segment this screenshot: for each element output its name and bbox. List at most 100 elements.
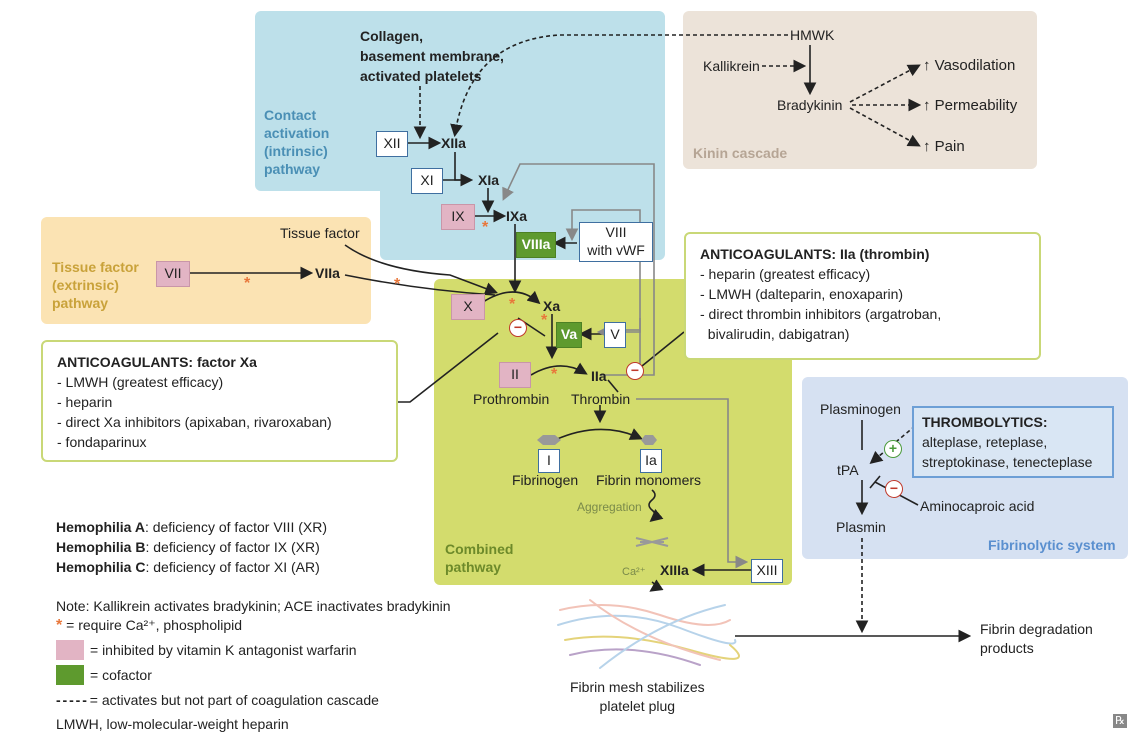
contact-pathway-region — [255, 11, 665, 191]
anticoagulants-xa-item: - heparin — [57, 394, 113, 410]
tissue-factor-text: Tissue factor — [280, 225, 360, 241]
legend-dashed-row: - - - - - = activates but not part of co… — [56, 692, 379, 708]
anticoagulants-iia-title: ANTICOAGULANTS: IIa (thrombin) — [700, 246, 930, 262]
pain-effect: ↑ Pain — [923, 138, 965, 155]
fibrinogen-label: Fibrinogen — [512, 472, 579, 488]
bradykinin-label: Bradykinin — [777, 97, 843, 113]
corner-mark: ℞ — [1113, 714, 1127, 728]
hmwk-label: HMWK — [790, 27, 835, 43]
thrombolytics-line-1: alteplase, reteplase, — [922, 434, 1048, 450]
fibrin-monomers-label: Fibrin monomers — [596, 472, 702, 488]
contact-trigger-line-1: Collagen, — [360, 28, 424, 44]
hemophilia-c-name: Hemophilia C — [56, 559, 146, 575]
pain-text: Pain — [934, 138, 965, 155]
tissue-pathway-region — [41, 217, 371, 324]
tpa-inhibition-sign: − — [885, 480, 903, 498]
contact-pathway-label: Contact activation (intrinsic) pathway — [264, 107, 330, 177]
anticoagulants-iia-item: - LMWH (dalteparin, enoxaparin) — [700, 286, 904, 302]
factor-xiiia: XIIIa — [660, 562, 689, 578]
calcium-label: Ca²⁺ — [622, 566, 646, 578]
hemophilia-c-desc: : deficiency of factor XI (AR) — [145, 559, 320, 575]
fibrin-mesh-drawing — [557, 599, 740, 669]
factor-ia: Ia — [640, 449, 662, 473]
factor-iia: IIa — [591, 368, 607, 384]
kinin-label: Kinin cascade — [693, 145, 788, 161]
legend-star-text: = require Ca²⁺, phospholipid — [66, 617, 243, 633]
factor-i: I — [538, 449, 560, 473]
anticoagulants-xa-item: - fondaparinux — [57, 434, 147, 450]
contact-trigger-line-3: activated platelets — [360, 68, 482, 84]
factor-x: X — [451, 294, 485, 320]
permeability-effect: ↑ Permeability — [923, 97, 1018, 114]
legend-pink-swatch — [56, 640, 84, 660]
calcium-star-tissue: * — [394, 276, 401, 293]
factor-vii: VII — [156, 261, 190, 287]
xa-inhibition-sign: − — [509, 319, 527, 337]
contact-trigger-line-2: basement membrane, — [360, 48, 504, 64]
hemophilia-b-name: Hemophilia B — [56, 539, 146, 555]
hemophilia-b: Hemophilia B: deficiency of factor IX (X… — [56, 539, 320, 556]
factor-va: Va — [556, 322, 582, 348]
factor-xiia: XIIa — [441, 135, 466, 151]
legend-star-row: * = require Ca²⁺, phospholipid — [56, 617, 243, 634]
calcium-star-xa: * — [509, 296, 516, 313]
anticoagulants-iia-item: - heparin (greatest efficacy) — [700, 266, 871, 282]
kallikrein-label: Kallikrein — [703, 58, 760, 74]
calcium-star-ixa: * — [482, 219, 489, 236]
tpa-activation-sign: + — [884, 440, 902, 458]
kinin-region — [683, 11, 1037, 169]
factor-viii-vwf: VIII with vWF — [579, 222, 653, 262]
anticoagulants-xa-panel: ANTICOAGULANTS: factor Xa - LMWH (greate… — [41, 340, 398, 462]
tpa-label: tPA — [837, 462, 859, 478]
plasminogen-label: Plasminogen — [820, 401, 901, 417]
hemophilia-c: Hemophilia C: deficiency of factor XI (A… — [56, 559, 320, 576]
anticoagulants-xa-title: ANTICOAGULANTS: factor Xa — [57, 354, 257, 370]
factor-ii: II — [499, 362, 531, 388]
legend-lmwh: LMWH, low-molecular-weight heparin — [56, 716, 289, 732]
legend-dashed-text: = activates but not part of coagulation … — [89, 692, 379, 708]
factor-viiia: VIIIa — [516, 232, 556, 258]
legend-note: Note: Kallikrein activates bradykinin; A… — [56, 598, 451, 614]
hmwk-to-xiia-arrow — [450, 34, 788, 138]
legend-green-swatch — [56, 665, 84, 685]
vasodilation-text: Vasodilation — [934, 57, 1016, 74]
thrombolytics-line-2: streptokinase, tenecteplase — [922, 454, 1093, 470]
anticoagulants-iia-item: bivalirudin, dabigatran) — [700, 326, 850, 342]
factor-ixa: IXa — [506, 208, 528, 224]
fibrinolytic-label: Fibrinolytic system — [988, 537, 1116, 553]
fibrin-mesh-label: Fibrin mesh stabilizes platelet plug — [570, 679, 705, 714]
calcium-star-viia: * — [244, 275, 251, 292]
calcium-star-iia: * — [551, 366, 558, 383]
hemophilia-a-name: Hemophilia A — [56, 519, 145, 535]
anticoagulants-iia-item: - direct thrombin inhibitors (argatroban… — [700, 306, 942, 322]
prothrombin-label: Prothrombin — [473, 391, 550, 407]
aminocaproic-label: Aminocaproic acid — [920, 498, 1035, 514]
hemophilia-a: Hemophilia A: deficiency of factor VIII … — [56, 519, 327, 536]
iia-inhibition-sign: − — [626, 362, 644, 380]
thrombolytics-box: THROMBOLYTICS: alteplase, reteplase, str… — [912, 406, 1114, 478]
factor-xi: XI — [411, 168, 443, 194]
factor-xia: XIa — [478, 172, 500, 188]
legend-pink-text: = inhibited by vitamin K antagonist warf… — [90, 642, 357, 658]
factor-xiii: XIII — [751, 559, 783, 583]
plasmin-label: Plasmin — [836, 519, 886, 535]
factor-v: V — [604, 322, 626, 348]
calcium-star-va: * — [541, 312, 548, 329]
permeability-text: Permeability — [934, 97, 1018, 114]
anticoagulants-xa-item: - LMWH (greatest efficacy) — [57, 374, 224, 390]
fibrin-degradation-label: Fibrin degradation products — [980, 621, 1093, 656]
thrombin-label: Thrombin — [571, 391, 631, 407]
anticoagulants-xa-item: - direct Xa inhibitors (apixaban, rivaro… — [57, 414, 332, 430]
hemophilia-b-desc: : deficiency of factor IX (XR) — [145, 539, 320, 555]
factor-xa: Xa — [543, 298, 561, 314]
legend-green-text: = cofactor — [90, 667, 152, 683]
factor-ix: IX — [441, 204, 475, 230]
factor-xii: XII — [376, 131, 408, 157]
vasodilation-effect: ↑ Vasodilation — [923, 57, 1016, 74]
combined-pathway-label: Combined pathway — [445, 541, 514, 575]
hemophilia-a-desc: : deficiency of factor VIII (XR) — [144, 519, 327, 535]
tissue-pathway-label: Tissue factor (extrinsic) pathway — [52, 259, 139, 311]
factor-viia: VIIa — [315, 265, 340, 281]
thrombolytics-title: THROMBOLYTICS: — [922, 414, 1048, 430]
